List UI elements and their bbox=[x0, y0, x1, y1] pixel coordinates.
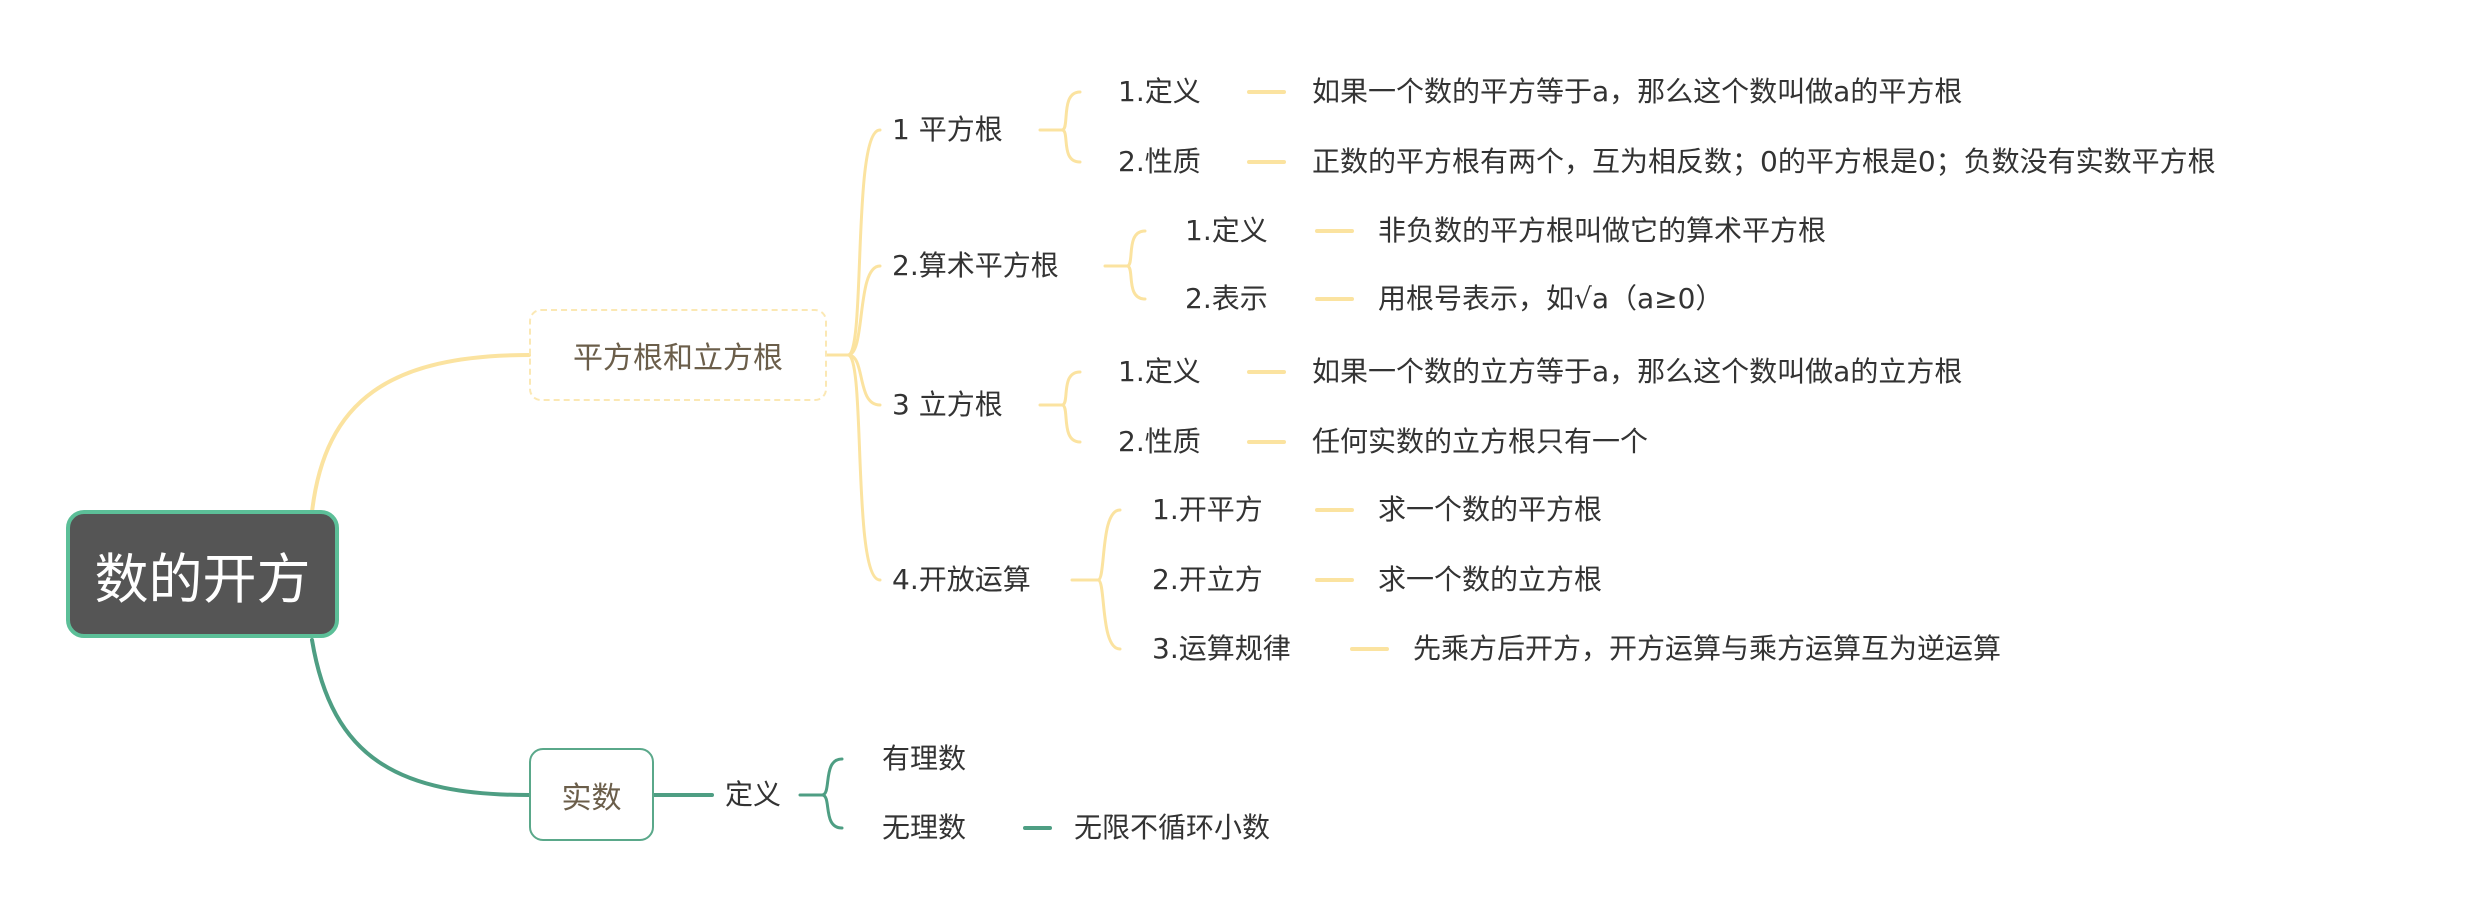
subtopic-text[interactable]: 求一个数的立方根 bbox=[1378, 563, 1603, 596]
subtopic-label[interactable]: 2.性质 bbox=[1118, 145, 1201, 178]
topic-square-root[interactable]: 1 平方根 bbox=[892, 113, 1003, 146]
topic-cube-root[interactable]: 3 立方根 bbox=[892, 388, 1003, 421]
topic-definition[interactable]: 定义 bbox=[725, 778, 782, 811]
branch-node-real-numbers[interactable]: 实数 bbox=[529, 748, 654, 841]
connector-root-branch2 bbox=[310, 638, 531, 797]
branch-node-square-cube-root[interactable]: 平方根和立方根 bbox=[529, 309, 827, 401]
connector-root-branch1 bbox=[310, 353, 531, 514]
branch-label: 实数 bbox=[561, 780, 622, 816]
subtopic-label[interactable]: 1.定义 bbox=[1185, 214, 1268, 247]
connector-to-child2 bbox=[846, 264, 882, 357]
subtopic-text[interactable]: 如果一个数的立方等于a，那么这个数叫做a的立方根 bbox=[1312, 355, 1963, 388]
subtopic-rational[interactable]: 有理数 bbox=[882, 742, 967, 775]
subtopic-text[interactable]: 任何实数的立方根只有一个 bbox=[1312, 425, 1649, 458]
topic-arithmetic-square-root[interactable]: 2.算术平方根 bbox=[892, 249, 1059, 282]
subtopic-label[interactable]: 2.性质 bbox=[1118, 425, 1201, 458]
subtopic-label[interactable]: 1.定义 bbox=[1118, 355, 1201, 388]
topic-root-operation[interactable]: 4.开放运算 bbox=[892, 563, 1031, 596]
branch-label: 平方根和立方根 bbox=[573, 341, 783, 376]
subtopic-text[interactable]: 无限不循环小数 bbox=[1074, 811, 1271, 844]
brace-child3 bbox=[1038, 370, 1082, 444]
subtopic-label[interactable]: 2.开立方 bbox=[1152, 563, 1263, 596]
subtopic-label[interactable]: 3.运算规律 bbox=[1152, 632, 1291, 665]
subtopic-text[interactable]: 先乘方后开方，开方运算与乘方运算互为逆运算 bbox=[1413, 632, 2002, 665]
subtopic-label[interactable]: 1.定义 bbox=[1118, 75, 1201, 108]
connector-to-child3 bbox=[846, 353, 882, 407]
subtopic-text[interactable]: 非负数的平方根叫做它的算术平方根 bbox=[1378, 214, 1827, 247]
subtopic-text[interactable]: 正数的平方根有两个，互为相反数；0的平方根是0；负数没有实数平方根 bbox=[1312, 145, 2216, 178]
brace-child1 bbox=[1038, 90, 1082, 164]
brace-define bbox=[798, 757, 844, 830]
root-label: 数的开方 bbox=[94, 547, 311, 611]
subtopic-text[interactable]: 如果一个数的平方等于a，那么这个数叫做a的平方根 bbox=[1312, 75, 1963, 108]
brace-child2 bbox=[1103, 229, 1147, 301]
connector-to-child4 bbox=[846, 353, 882, 582]
subtopic-text[interactable]: 求一个数的平方根 bbox=[1378, 493, 1603, 526]
subtopic-text[interactable]: 用根号表示，如√a（a≥0） bbox=[1378, 282, 1724, 315]
subtopic-label[interactable]: 1.开平方 bbox=[1152, 493, 1263, 526]
subtopic-label[interactable]: 2.表示 bbox=[1185, 282, 1268, 315]
subtopic-irrational[interactable]: 无理数 bbox=[882, 811, 967, 844]
brace-child4 bbox=[1070, 508, 1122, 651]
root-node[interactable]: 数的开方 bbox=[66, 510, 339, 638]
connector-to-child1 bbox=[846, 128, 882, 357]
